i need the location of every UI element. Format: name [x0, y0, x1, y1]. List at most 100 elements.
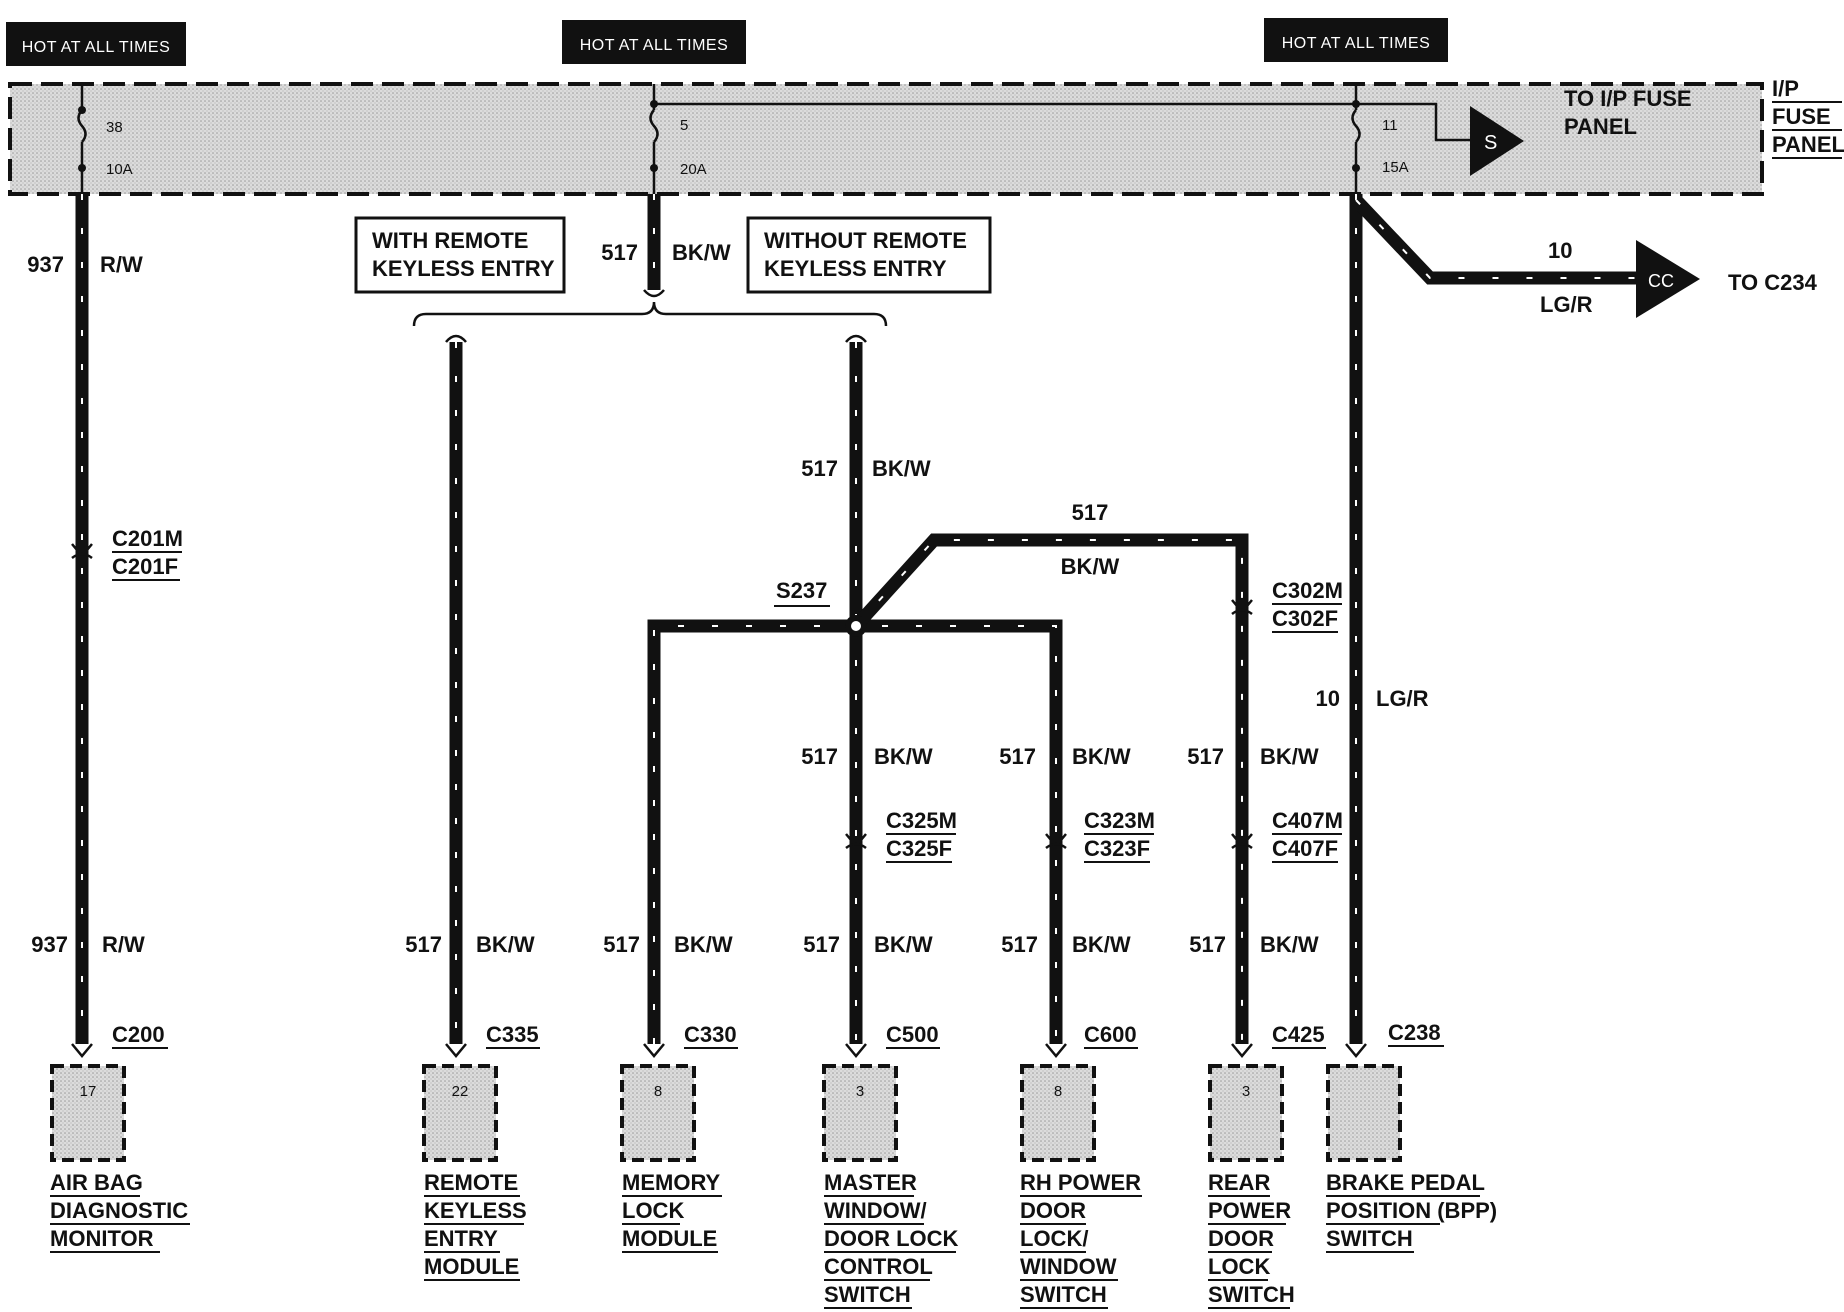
component-name: WINDOW/ [824, 1198, 927, 1223]
wire-color: BK/W [1260, 744, 1319, 769]
component-name: POSITION (BPP) [1326, 1198, 1497, 1223]
wire-circuit: 517 [1001, 932, 1038, 957]
component-remote-keyless-entry-module: C335 22 REMOTE KEYLESS ENTRY MODULE [422, 1022, 540, 1281]
connector-male: C302M [1272, 578, 1343, 603]
fuse-panel-title: PANEL [1772, 132, 1844, 157]
option-text: WITH REMOTE [372, 228, 528, 253]
connector-male: C201M [112, 526, 183, 551]
splice-label: S237 [776, 578, 827, 603]
component-connector: C238 [1388, 1020, 1441, 1045]
component-connector: C600 [1084, 1022, 1137, 1047]
connector-female: C302F [1272, 606, 1338, 631]
wire-color: BK/W [674, 932, 733, 957]
inline-connector-c201: C201M C201F [71, 526, 183, 581]
component-name: RH POWER [1020, 1170, 1141, 1195]
component-pin: 22 [452, 1083, 469, 1100]
wire-color: BK/W [874, 744, 933, 769]
connector-female: C201F [112, 554, 178, 579]
wire-circuit: 937 [31, 932, 68, 957]
component-name: POWER [1208, 1198, 1291, 1223]
connector-s: S [1470, 106, 1524, 176]
component-name: LOCK [1208, 1254, 1270, 1279]
fuse-number: 11 [1382, 117, 1398, 134]
component-name: DOOR [1020, 1198, 1086, 1223]
inline-connector-c302: C302M C302F [1231, 578, 1343, 633]
inline-connector-c325: C325M C325F [845, 808, 957, 863]
wire-color: BK/W [1072, 932, 1131, 957]
component-air-bag-monitor: C200 17 AIR BAG DIAGNOSTIC MONITOR [50, 1022, 190, 1253]
component-pin: 3 [1242, 1083, 1250, 1100]
component-name: LOCK [622, 1198, 684, 1223]
connector-male: C407M [1272, 808, 1343, 833]
fuse-panel-title: FUSE [1772, 104, 1831, 129]
component-name: REMOTE [424, 1170, 518, 1195]
fuse-11: 11 15A [1351, 84, 1409, 194]
option-brace [412, 301, 888, 327]
component-name: MONITOR [50, 1226, 154, 1251]
wire-color: BK/W [476, 932, 535, 957]
wire-circuit: 517 [603, 932, 640, 957]
wire-circuit: 937 [27, 252, 64, 277]
component-name: MODULE [622, 1226, 717, 1251]
fuse-number: 38 [106, 119, 123, 136]
fuse-panel-title: I/P [1772, 76, 1799, 101]
component-rh-power-door-lock-window-switch: C600 8 RH POWER DOOR LOCK/ WINDOW SWITCH [1020, 1022, 1142, 1309]
wire-color: LG/R [1376, 686, 1429, 711]
wire-circuit: 517 [601, 240, 638, 265]
power-label-text: HOT AT ALL TIMES [22, 39, 171, 56]
connector-male: C323M [1084, 808, 1155, 833]
component-name: SWITCH [824, 1282, 911, 1307]
component-name: WINDOW [1020, 1254, 1117, 1279]
inline-connectors: C201M C201F C302M C302F C325M C325F C323… [71, 526, 1343, 863]
power-label-1: HOT AT ALL TIMES [6, 22, 186, 66]
wires [75, 194, 1640, 1044]
connector-s-label: S [1484, 132, 1497, 154]
branch-destination: TO C234 [1728, 270, 1818, 295]
option-text: WITHOUT REMOTE [764, 228, 967, 253]
component-connector: C500 [886, 1022, 939, 1047]
component-name: AIR BAG [50, 1170, 143, 1195]
component-name: DOOR [1208, 1226, 1274, 1251]
ip-fuse-panel: S TO I/P FUSE PANEL I/P FUSE PANEL 38 10… [8, 76, 1844, 196]
wire-circuit: 517 [1189, 932, 1226, 957]
to-fuse-panel-text: TO I/P FUSE [1564, 86, 1692, 111]
wire-color: BK/W [1061, 554, 1120, 579]
component-connector: C425 [1272, 1022, 1325, 1047]
power-label-text: HOT AT ALL TIMES [1282, 35, 1431, 52]
component-name: SWITCH [1020, 1282, 1107, 1307]
component-pin: 8 [1054, 1083, 1062, 1100]
wire-circuit: 517 [801, 744, 838, 769]
component-connector: C330 [684, 1022, 737, 1047]
wire-color: BK/W [874, 932, 933, 957]
component-name: REAR [1208, 1170, 1270, 1195]
wire-circuit: 517 [405, 932, 442, 957]
power-label-2: HOT AT ALL TIMES [562, 20, 746, 64]
option-without-remote: WITHOUT REMOTE KEYLESS ENTRY [746, 216, 992, 294]
component-pin: 8 [654, 1083, 662, 1100]
component-name: KEYLESS [424, 1198, 527, 1223]
components: C200 17 AIR BAG DIAGNOSTIC MONITOR C335 … [50, 1020, 1497, 1309]
component-name: DOOR LOCK [824, 1226, 959, 1251]
wire-circuit: 517 [801, 456, 838, 481]
wire-circuit: 10 [1316, 686, 1340, 711]
component-name: LOCK/ [1020, 1226, 1088, 1251]
wire-circuit: 517 [1187, 744, 1224, 769]
component-name: SWITCH [1326, 1226, 1413, 1251]
option-text: KEYLESS ENTRY [372, 256, 555, 281]
option-text: KEYLESS ENTRY [764, 256, 947, 281]
component-name: MEMORY [622, 1170, 721, 1195]
wire-color: BK/W [872, 456, 931, 481]
component-name: MODULE [424, 1254, 519, 1279]
connector-cc: CC 10 LG/R TO C234 [1540, 238, 1818, 318]
connector-female: C323F [1084, 836, 1150, 861]
fuse-number: 5 [680, 117, 688, 134]
to-fuse-panel-text: PANEL [1564, 114, 1637, 139]
wire-color: R/W [100, 252, 143, 277]
component-name: BRAKE PEDAL [1326, 1170, 1485, 1195]
fuse-38: 38 10A [77, 84, 133, 194]
component-connector: C200 [112, 1022, 165, 1047]
fuse-rating: 20A [680, 161, 707, 178]
component-master-window-door-lock-switch: C500 3 MASTER WINDOW/ DOOR LOCK CONTROL … [822, 1022, 959, 1309]
connector-female: C325F [886, 836, 952, 861]
